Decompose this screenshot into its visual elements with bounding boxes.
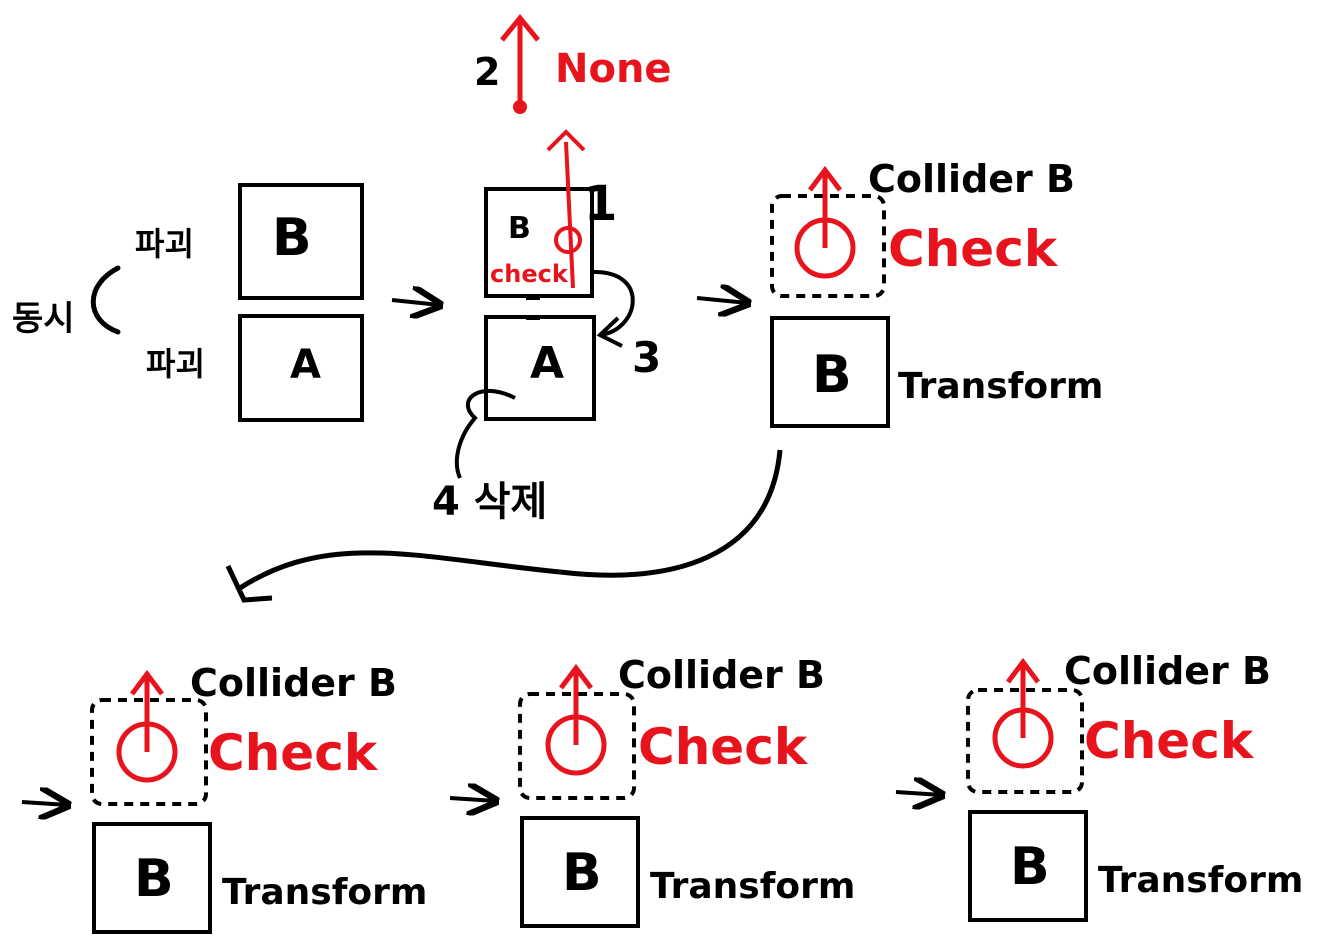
panel-1-arrow-head: [130, 669, 164, 696]
transform-b-box: [770, 316, 890, 428]
transform-label: Transform: [898, 366, 1103, 407]
panel-1-arrow: [21, 802, 68, 805]
box-a: [238, 314, 364, 422]
arrow-to-stage-3: [696, 298, 748, 303]
step-4-curve: [454, 388, 516, 479]
step-2-label: 2: [474, 50, 500, 94]
step-1-label: 1: [584, 176, 617, 232]
panel-1-transform-box: [92, 822, 212, 934]
panel-2-transform-box: [520, 816, 640, 928]
panel-3-box-label: B: [1010, 837, 1050, 897]
none-arrow-head: [500, 14, 540, 42]
brace: [90, 265, 121, 335]
panel-2-transform-label: Transform: [650, 866, 855, 907]
panel-2-check-label: Check: [638, 718, 809, 776]
panel-2-box-label: B: [562, 843, 602, 903]
arrow-head-step1: [546, 129, 586, 152]
stage-collider-b: Collider B Check B Transform: [225, 157, 1103, 603]
box-a-mid-label: A: [530, 338, 564, 389]
check-label: Check: [888, 220, 1059, 278]
panel-3-collider-label: Collider B: [1064, 649, 1271, 693]
panel-2: Collider B Check B Transform: [449, 653, 855, 928]
box-b-mid-label: B: [508, 211, 531, 246]
box-a-label: A: [290, 342, 321, 388]
panel-3-collider-box: [966, 688, 1084, 794]
step-4-label: 4 삭제: [432, 479, 547, 525]
panel-3-transform-label: Transform: [1098, 860, 1303, 901]
box-b: [238, 183, 364, 300]
panel-3: Collider B Check B Transform: [895, 649, 1303, 922]
panel-1-collider-box: [90, 698, 208, 806]
simultaneous-label: 동시: [12, 299, 75, 339]
destroy-label-bottom: 파괴: [146, 345, 205, 383]
collider-b-label: Collider B: [868, 157, 1075, 201]
panel-3-transform-box: [968, 810, 1088, 922]
check-small-label: check: [490, 260, 569, 288]
panel-2-arrow-head: [559, 663, 593, 690]
destroy-label-top: 파괴: [135, 225, 194, 263]
collider-b-dashed-box: [770, 194, 886, 298]
wrap-arrow-curve: [238, 449, 783, 591]
transform-b-box-label: B: [812, 345, 852, 405]
none-label: None: [555, 46, 672, 92]
panel-1: Collider B Check B Transform: [21, 661, 427, 934]
panel-2-collider-label: Collider B: [618, 653, 825, 697]
stage-sequence: B A check 1 2 None 3 4 삭제: [432, 14, 748, 525]
step-3-arrow-head: [596, 316, 623, 348]
panel-3-arrow-head: [1006, 657, 1040, 684]
panel-1-check-label: Check: [208, 724, 379, 782]
panel-1-transform-label: Transform: [222, 872, 427, 913]
collider-b-arrow-head: [808, 165, 842, 192]
panel-3-arrow: [895, 792, 942, 795]
panel-1-collider-label: Collider B: [190, 661, 397, 705]
arrow-to-stage-2: [391, 300, 440, 305]
box-b-label: B: [272, 208, 312, 268]
stage-simultaneous-destroy: 동시 파괴 파괴 B A: [12, 183, 440, 422]
panel-2-collider-box: [518, 692, 636, 800]
panel-3-check-label: Check: [1084, 712, 1255, 770]
step-3-curve: [591, 269, 635, 337]
collider-circle-small: [554, 226, 582, 254]
step-3-label: 3: [632, 333, 661, 382]
collider-path-up: [564, 141, 575, 289]
panel-2-arrow: [449, 798, 496, 801]
wrap-arrow-head: [225, 564, 273, 603]
panel-row: Collider B Check B Transform Collider B …: [21, 649, 1303, 934]
panel-1-box-label: B: [134, 849, 174, 909]
